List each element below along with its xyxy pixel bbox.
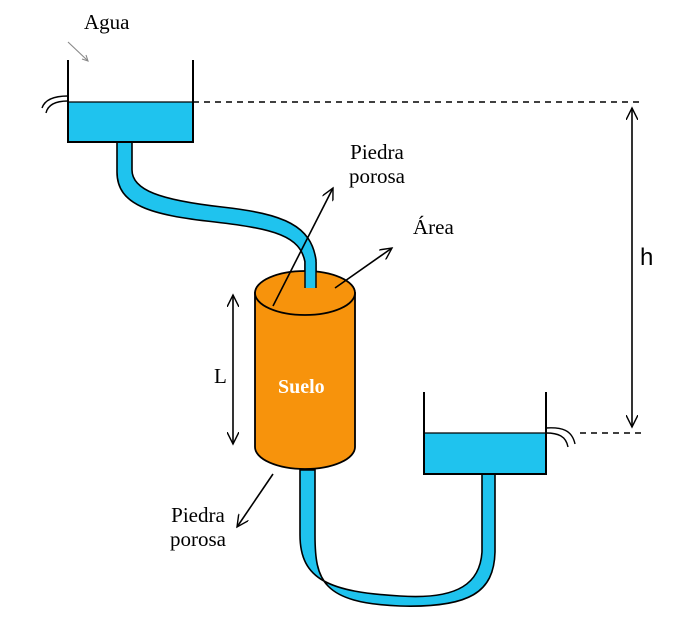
- porous-stone-bottom-label-line2: porosa: [170, 527, 226, 552]
- soil-label: Suelo: [278, 376, 325, 398]
- porous-stone-top-label-line1: Piedra: [350, 140, 404, 164]
- head-label: h: [640, 244, 654, 271]
- soil-cylinder: [254, 262, 356, 470]
- lower-tube: [299, 469, 496, 607]
- porous-stone-top-arrow: [272, 188, 334, 307]
- inflow-pipe: [41, 95, 69, 114]
- upper-tube: [116, 139, 317, 293]
- top-tank: [67, 60, 194, 143]
- bottom-tank-water: [424, 433, 546, 474]
- area-arrow: [334, 248, 392, 289]
- porous-stone-top-label: Piedra porosa: [337, 140, 417, 188]
- overflow-pipe: [545, 427, 576, 448]
- porous-stone-bottom-label: Piedra porosa: [158, 503, 238, 551]
- area-label: Área: [413, 215, 454, 239]
- water-indicator-arrow: [67, 41, 88, 61]
- length-label: L: [214, 364, 227, 388]
- porous-stone-bottom-label-line1: Piedra: [171, 503, 225, 527]
- top-tank-water: [68, 102, 193, 142]
- porous-stone-top-label-line2: porosa: [349, 164, 405, 189]
- water-label: Agua: [84, 10, 130, 34]
- bottom-tank: [423, 392, 547, 475]
- porous-stone-bottom-arrow: [237, 473, 274, 527]
